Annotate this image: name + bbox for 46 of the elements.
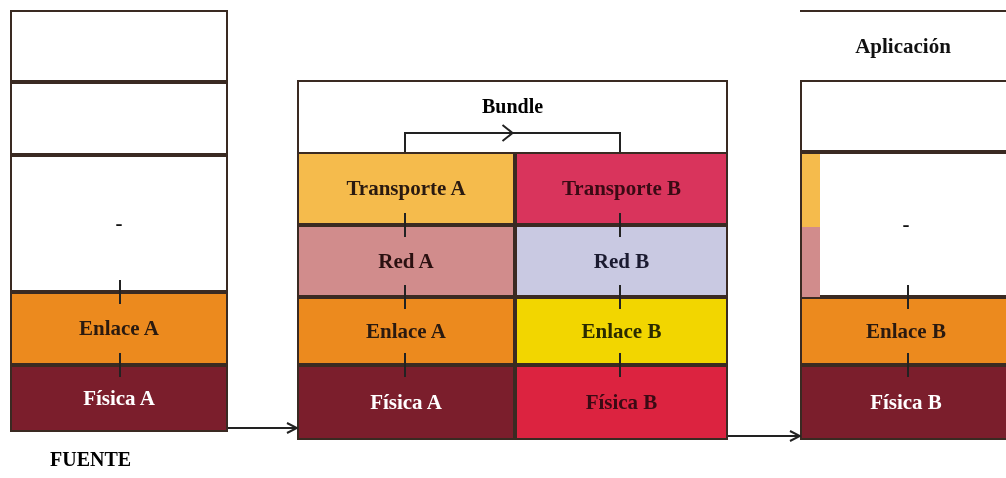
layer-label: Transporte B: [561, 176, 682, 201]
connector-line: [404, 284, 406, 310]
layer-box: [10, 292, 228, 365]
connector-line: [619, 212, 621, 238]
layer-box: [297, 225, 515, 297]
arrow: [727, 430, 801, 442]
stack-caption: FUENTE: [50, 448, 132, 471]
layer-label: Red A: [378, 248, 434, 274]
layer-label: Transporte A: [346, 176, 466, 201]
arrow: [227, 422, 298, 434]
layer-box: [800, 152, 1006, 297]
connector-line: [907, 352, 909, 378]
layer-box: [297, 365, 515, 440]
layer-box: [515, 152, 728, 225]
layer-label: Red B: [593, 248, 650, 274]
layer-label: Física A: [370, 390, 442, 415]
layer-box: [297, 152, 515, 225]
layer-label: Física A: [83, 386, 155, 411]
layer-box: [515, 225, 728, 297]
edge-label: Bundle: [480, 95, 545, 118]
connector-line: [404, 352, 406, 378]
layer-label: Enlace A: [366, 318, 446, 344]
layer-label: Aplicación: [855, 33, 951, 59]
layer-box: [800, 297, 1006, 365]
connector-line: [619, 352, 621, 378]
layer-label: -: [902, 212, 910, 237]
connector-line: [119, 279, 121, 305]
layer-box: [515, 365, 728, 440]
connector-line: [404, 212, 406, 238]
empty-layer-box: [800, 80, 1006, 152]
layer-box: [297, 297, 515, 365]
layer-label: -: [115, 211, 123, 236]
layer-label: Física B: [585, 390, 658, 415]
layer-label: Enlace A: [79, 316, 159, 341]
layer-box: [515, 297, 728, 365]
layer-box: [10, 155, 228, 292]
layer-box: [800, 365, 1006, 440]
connector-line: [907, 284, 909, 310]
layer-label: Enlace B: [581, 318, 662, 344]
layer-box: [10, 365, 228, 432]
layer-label: Física B: [870, 390, 942, 415]
empty-layer-box: [10, 10, 228, 82]
connector-line: [619, 284, 621, 310]
connector-line: [119, 352, 121, 378]
empty-layer-box: [10, 82, 228, 155]
layer-label: Enlace B: [866, 318, 946, 344]
